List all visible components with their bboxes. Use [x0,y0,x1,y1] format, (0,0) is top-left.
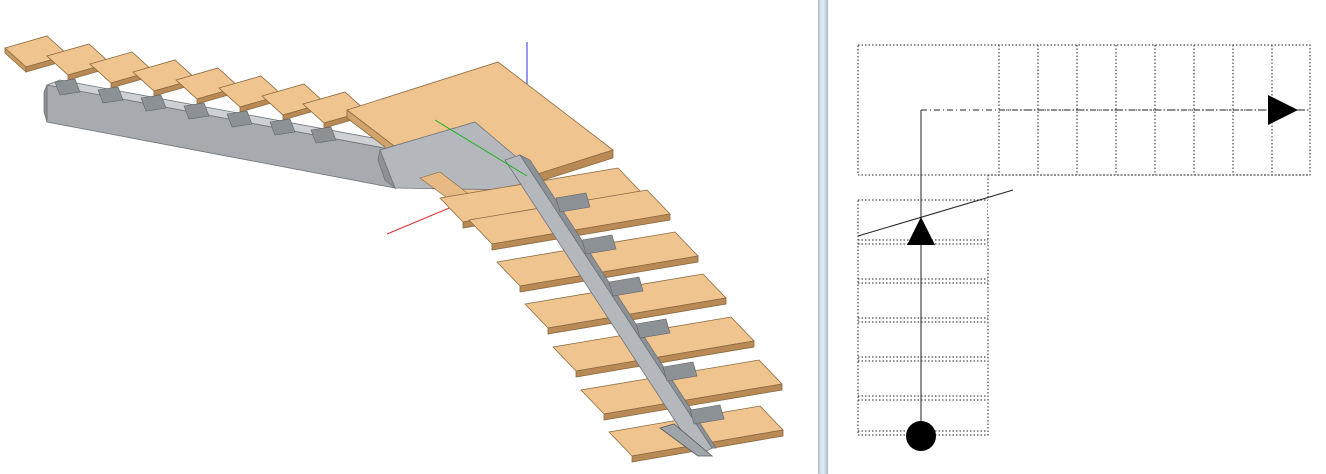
view-splitter[interactable] [818,0,828,474]
3d-viewport[interactable] [0,0,818,474]
tread [552,316,755,378]
3d-scene [4,35,784,463]
tread [580,359,783,421]
tread [496,231,699,293]
upper-tread-lines [998,45,1310,175]
walking-line [857,109,1310,435]
lower-stringer [504,153,725,457]
upper-flight-treads [4,35,367,129]
outline-notch [988,176,1310,216]
upper-flight-outline [857,44,1311,176]
plan-viewport[interactable] [828,0,1326,474]
tread [524,273,727,335]
y-axis [434,119,528,177]
direction-up-icon [907,217,935,245]
landing-outline [987,174,1310,200]
direction-right-icon [1268,95,1298,125]
plan-drawing [857,44,1311,451]
lower-tread-lines [858,239,988,432]
start-marker-icon [906,421,936,451]
